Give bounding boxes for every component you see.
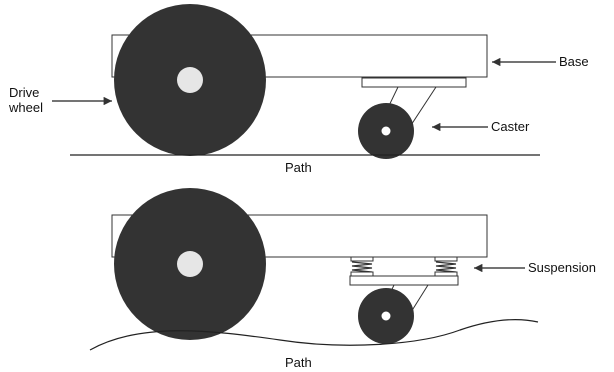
- bottom-path-label: Path: [285, 355, 312, 370]
- bottom-robot: [111, 188, 488, 344]
- bottom-drive-wheel-hub: [177, 251, 203, 277]
- suspension-spring-right: [434, 256, 458, 277]
- caster-label: Caster: [491, 119, 530, 134]
- suspension-spring-left: [350, 256, 374, 277]
- base-label: Base: [559, 54, 589, 69]
- drive-wheel-label-line1: Drive: [9, 85, 39, 100]
- top-drive-wheel-hub: [177, 67, 203, 93]
- suspension-label: Suspension: [528, 260, 596, 275]
- top-path-label: Path: [285, 160, 312, 175]
- bottom-caster-mount-plate: [349, 275, 459, 286]
- top-robot: [111, 4, 488, 159]
- top-caster-axle: [380, 125, 392, 137]
- top-caster-mount-plate: [361, 77, 467, 88]
- drive-wheel-label-line2: wheel: [8, 100, 43, 115]
- bottom-path-wave: [89, 319, 539, 351]
- bottom-caster-axle: [380, 310, 392, 322]
